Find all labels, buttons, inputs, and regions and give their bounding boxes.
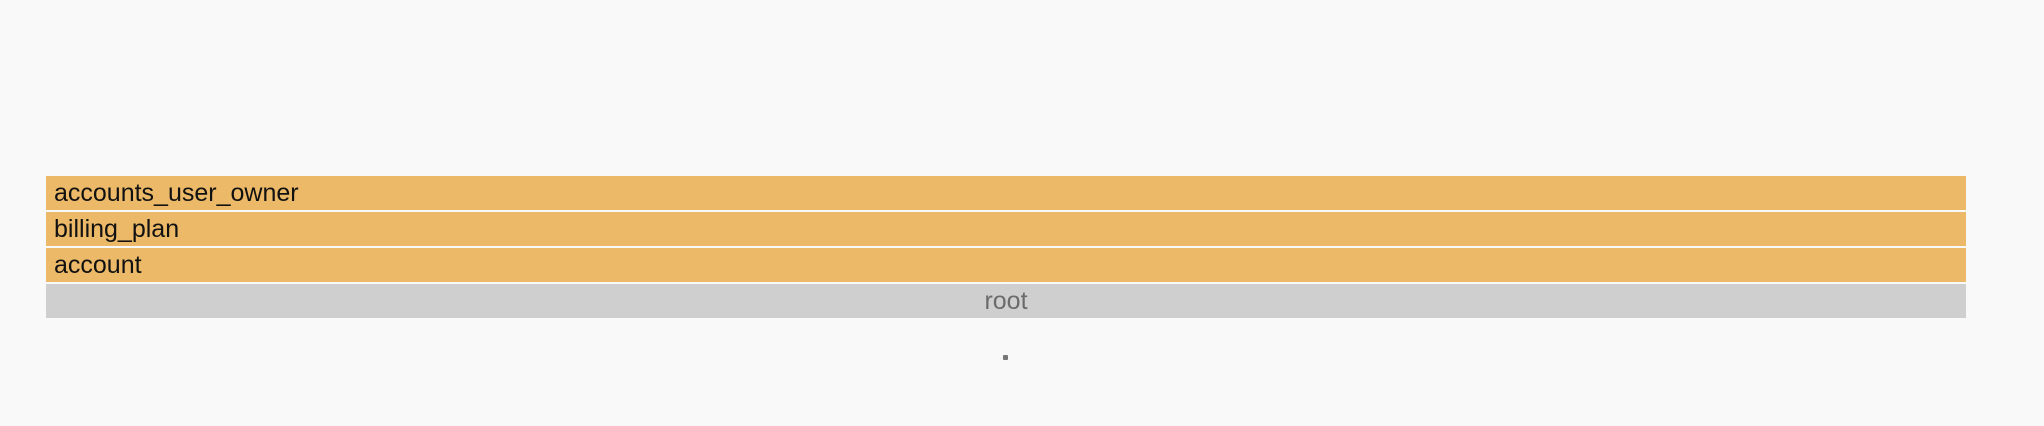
frame-billing-plan[interactable]: billing_plan xyxy=(46,212,1966,246)
flame-graph: accounts_user_owner billing_plan account… xyxy=(46,176,1966,320)
footer-dot xyxy=(1003,355,1008,360)
frame-accounts-user-owner[interactable]: accounts_user_owner xyxy=(46,176,1966,210)
frame-root[interactable]: root xyxy=(46,284,1966,318)
frame-label: account xyxy=(54,250,142,279)
frame-account[interactable]: account xyxy=(46,248,1966,282)
frame-label: billing_plan xyxy=(54,214,180,243)
frame-label: accounts_user_owner xyxy=(54,178,299,207)
frame-label: root xyxy=(984,286,1028,315)
